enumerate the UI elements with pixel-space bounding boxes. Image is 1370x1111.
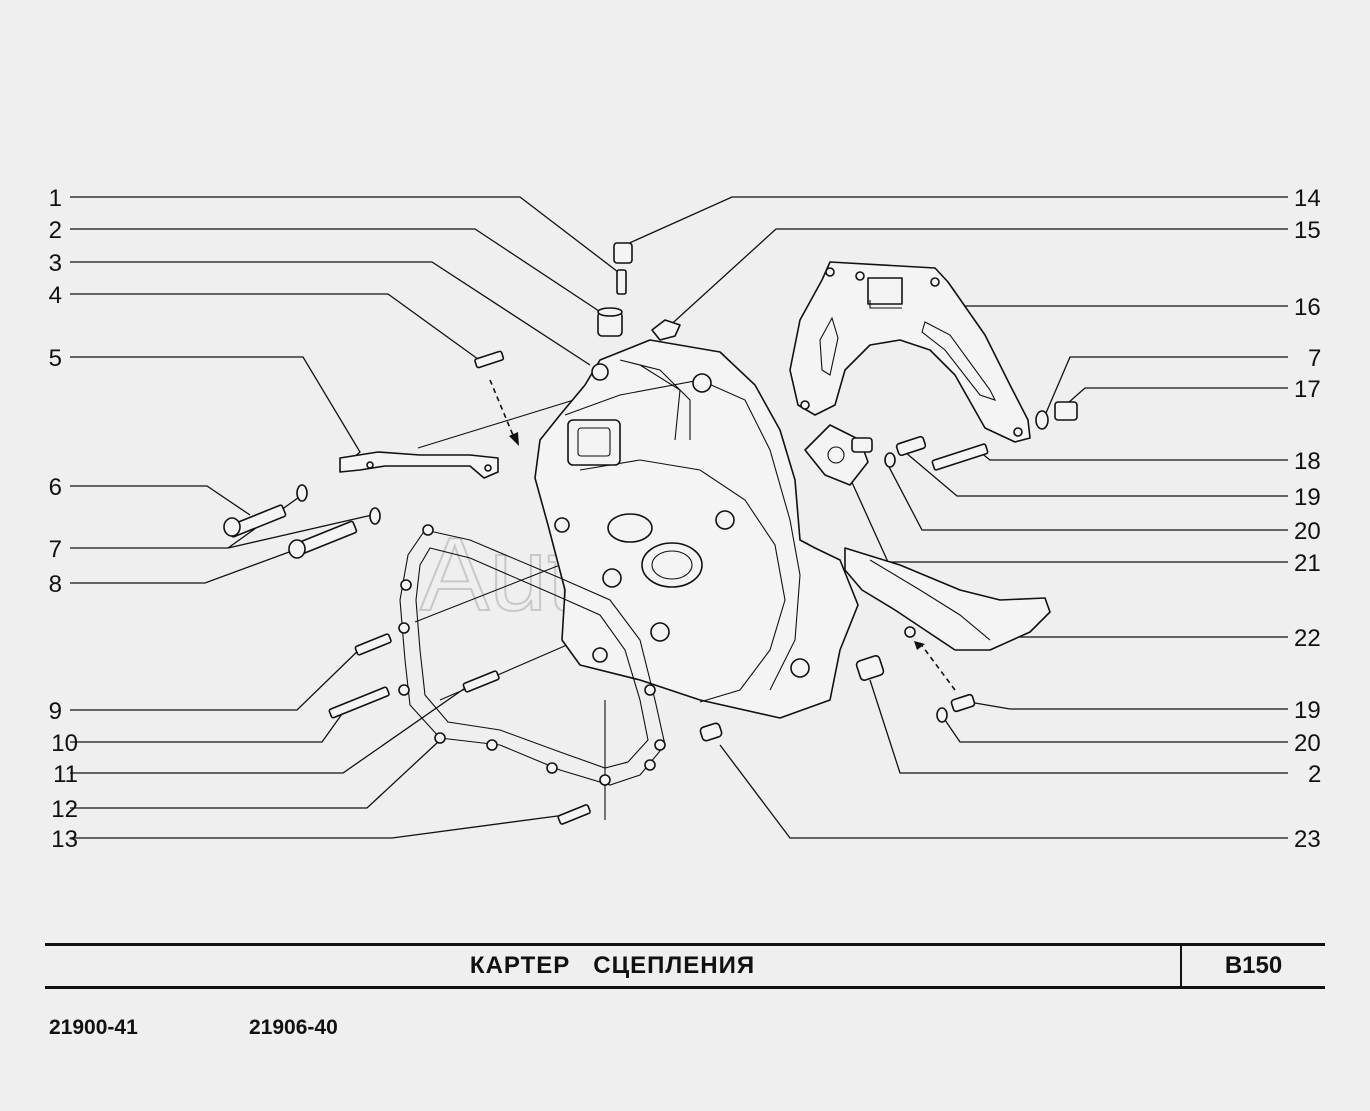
- callout-21: 21: [1294, 550, 1321, 577]
- callout-4: 4: [49, 282, 62, 309]
- callout-13: 13: [51, 826, 78, 853]
- callout-20: 20: [1294, 518, 1321, 545]
- bracket-5: [339, 451, 499, 479]
- callout-14: 14: [1294, 185, 1321, 212]
- callout-11: 11: [53, 761, 78, 788]
- callout-1: 1: [49, 185, 62, 212]
- model-number-2: 21906-40: [249, 1016, 338, 1039]
- callout-6: 6: [49, 474, 62, 501]
- callouts-right: 14 15 16 7 17 18 19 20 21 22 19 20 2 23: [1294, 185, 1321, 853]
- clutch-housing: [534, 339, 859, 719]
- callout-19-lower: 19: [1294, 697, 1321, 724]
- callout-16: 16: [1294, 294, 1321, 321]
- callout-9: 9: [49, 698, 62, 725]
- lower-shield: [844, 547, 1051, 651]
- callout-17: 17: [1294, 376, 1321, 403]
- page-code: B150: [1224, 952, 1283, 979]
- callout-22: 22: [1294, 625, 1321, 652]
- callout-3: 3: [49, 250, 62, 277]
- callout-7: 7: [49, 536, 62, 563]
- callout-19: 19: [1294, 484, 1321, 511]
- cover-plate: [789, 261, 1031, 443]
- callout-15: 15: [1294, 217, 1321, 244]
- model-number-1: 21900-41: [49, 1016, 138, 1039]
- callout-8: 8: [49, 571, 62, 598]
- callout-20-lower: 20: [1294, 730, 1321, 757]
- callout-7-right: 7: [1308, 345, 1321, 372]
- callout-18: 18: [1294, 448, 1321, 475]
- callout-10: 10: [51, 730, 78, 757]
- title-divider: [1180, 946, 1182, 986]
- callout-12: 12: [51, 796, 78, 823]
- title-block: КАРТЕР СЦЕПЛЕНИЯ B150: [45, 943, 1325, 989]
- callout-23: 23: [1294, 826, 1321, 853]
- callout-2-right: 2: [1308, 761, 1321, 788]
- assembly-arrows: [489, 379, 956, 691]
- page-title: КАРТЕР СЦЕПЛЕНИЯ: [469, 952, 756, 979]
- callouts-left: 1 2 3 4 5 6 7 8 9 10 11 12 13: [49, 185, 78, 853]
- small-parts: [223, 242, 1078, 825]
- callout-5: 5: [49, 345, 62, 372]
- gasket: [398, 524, 666, 786]
- callout-2: 2: [49, 217, 62, 244]
